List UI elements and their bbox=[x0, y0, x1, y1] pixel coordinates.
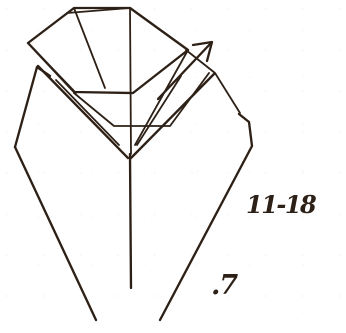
page-number-label: .7 bbox=[211, 270, 238, 301]
center-right-crease bbox=[137, 76, 181, 145]
top-left-diagonal-crease bbox=[74, 8, 105, 88]
lower-left-long-edge bbox=[15, 147, 96, 320]
left-square-lower-edge bbox=[28, 43, 76, 93]
top-center-diagonal-crease bbox=[130, 8, 131, 154]
center-left-crease bbox=[56, 80, 119, 145]
center-lower-square bbox=[74, 73, 209, 126]
center-right-flap bbox=[131, 74, 214, 158]
center-left-flap bbox=[38, 66, 128, 158]
center-vertical-crease bbox=[130, 154, 131, 288]
left-outer-edge bbox=[15, 67, 50, 147]
right-outer-edge bbox=[160, 114, 252, 320]
top-right-diagonal-crease bbox=[135, 50, 188, 145]
step-range-label: 11-18 bbox=[246, 190, 317, 219]
